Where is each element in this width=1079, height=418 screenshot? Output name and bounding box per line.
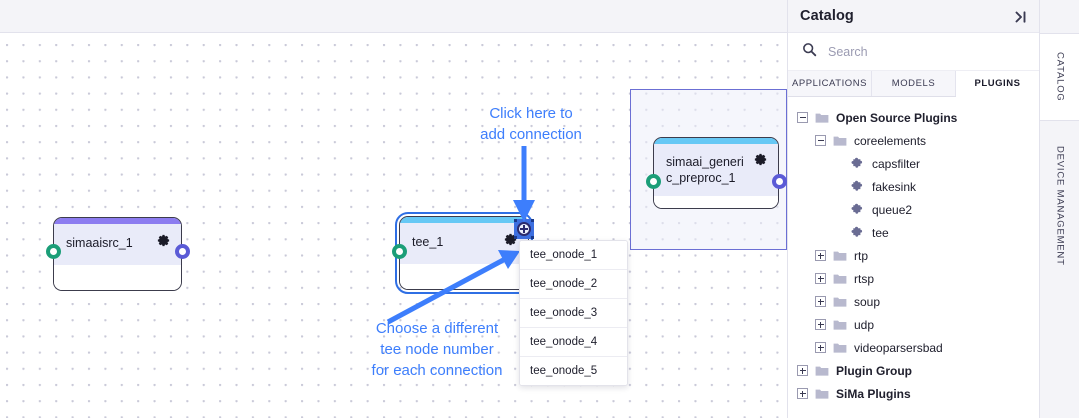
tree-item-label: soup (854, 294, 881, 309)
dropdown-item-tee-onode-2[interactable]: tee_onode_2 (520, 270, 627, 299)
expand-icon[interactable] (815, 250, 826, 261)
tree-item-queue2[interactable]: queue2 (788, 198, 1039, 221)
collapse-panel-icon[interactable] (1012, 8, 1030, 26)
tab-plugins[interactable]: PLUGINS (956, 71, 1039, 97)
expand-icon[interactable] (815, 342, 826, 353)
tree-item-label: tee (872, 225, 889, 240)
tee-onode-dropdown[interactable]: tee_onode_1 tee_onode_2 tee_onode_3 tee_… (519, 240, 628, 386)
gear-icon[interactable] (753, 152, 768, 167)
add-connection-icon[interactable] (514, 219, 534, 239)
node-header: simaai_generic_preproc_1 (654, 144, 778, 196)
tree-item-label: videoparsersbad (854, 340, 943, 355)
expand-icon[interactable] (797, 365, 808, 376)
node-body (654, 196, 778, 208)
tab-applications[interactable]: APPLICATIONS (788, 71, 872, 96)
node-accent-bar (400, 217, 528, 223)
tree-item-label: rtsp (854, 271, 875, 286)
pipeline-canvas[interactable]: simaaisrc_1 tee_1 simaai_generic_prepr (0, 0, 787, 418)
expand-icon[interactable] (797, 388, 808, 399)
catalog-panel: Catalog APPLICATIONS MODELS PLUGINS Open… (787, 0, 1039, 418)
tree-item-label: rtp (854, 248, 869, 263)
node-header: simaaisrc_1 (54, 224, 181, 265)
folder-icon (815, 112, 836, 124)
tree-item-sima-plugins[interactable]: SiMa Plugins (788, 382, 1039, 405)
node-body (54, 265, 181, 290)
puzzle-icon (851, 180, 872, 193)
output-port-simaaisrc-1[interactable] (175, 244, 190, 259)
rail-tab-catalog-label: CATALOG (1054, 52, 1066, 102)
plugin-tree: Open Source Plugins coreelements capsfilte… (788, 97, 1039, 417)
node-title: tee_1 (412, 235, 444, 249)
expand-icon[interactable] (815, 319, 826, 330)
tab-models[interactable]: MODELS (872, 71, 956, 96)
page-title: Catalog (800, 8, 854, 24)
gear-icon[interactable] (503, 232, 518, 247)
node-simaaisrc-1[interactable]: simaaisrc_1 (53, 217, 182, 291)
input-port-preproc-1[interactable] (646, 174, 661, 189)
rail-tab-catalog[interactable]: CATALOG (1040, 33, 1079, 120)
node-title: simaai_generic_preproc_1 (666, 155, 744, 185)
gear-icon[interactable] (156, 233, 171, 248)
tree-item-soup[interactable]: soup (788, 290, 1039, 313)
search-icon (802, 42, 817, 62)
tree-item-tee[interactable]: tee (788, 221, 1039, 244)
node-simaai-generic-preproc-1[interactable]: simaai_generic_preproc_1 (653, 137, 779, 209)
puzzle-icon (851, 203, 872, 216)
tree-item-label: SiMa Plugins (836, 386, 911, 401)
annotation-choose-tee: Choose a different tee node number for e… (371, 320, 503, 379)
tree-item-rtsp[interactable]: rtsp (788, 267, 1039, 290)
tree-item-videoparsersbad[interactable]: videoparsersbad (788, 336, 1039, 359)
folder-icon (815, 365, 836, 377)
rail-tab-device-management[interactable]: DEVICE MANAGEMENT (1040, 120, 1079, 290)
node-accent-bar (54, 218, 181, 224)
input-port-tee-1[interactable] (392, 244, 407, 259)
folder-icon (833, 135, 854, 147)
folder-icon (833, 273, 854, 285)
output-port-preproc-1[interactable] (772, 174, 787, 189)
puzzle-icon (851, 226, 872, 239)
input-port-simaaisrc-1[interactable] (46, 244, 61, 259)
tree-item-rtp[interactable]: rtp (788, 244, 1039, 267)
search-row[interactable] (788, 33, 1039, 71)
tree-item-label: capsfilter (872, 156, 921, 171)
search-input[interactable] (828, 44, 1008, 59)
right-rail: CATALOG DEVICE MANAGEMENT (1039, 0, 1079, 418)
catalog-tabs: APPLICATIONS MODELS PLUGINS (788, 71, 1039, 97)
dropdown-item-tee-onode-3[interactable]: tee_onode_3 (520, 299, 627, 328)
folder-icon (833, 250, 854, 262)
tree-item-udp[interactable]: udp (788, 313, 1039, 336)
catalog-header: Catalog (788, 0, 1039, 33)
tree-item-coreelements[interactable]: coreelements (788, 129, 1039, 152)
expand-icon[interactable] (815, 296, 826, 307)
node-title: simaaisrc_1 (66, 236, 133, 250)
node-tee-1-selection-outline (395, 212, 533, 294)
tree-item-label: udp (854, 317, 875, 332)
folder-icon (815, 388, 836, 400)
folder-icon (833, 319, 854, 331)
annotation-click-here: Click here to add connection (480, 105, 582, 143)
tree-item-plugin-group[interactable]: Plugin Group (788, 359, 1039, 382)
expand-icon[interactable] (815, 273, 826, 284)
canvas-toolbar-strip (0, 0, 787, 33)
tree-item-label: fakesink (872, 179, 917, 194)
folder-icon (833, 296, 854, 308)
puzzle-icon (851, 157, 872, 170)
dropdown-item-tee-onode-1[interactable]: tee_onode_1 (520, 241, 627, 270)
rail-top-spacer (1040, 0, 1079, 33)
tree-item-open-source-plugins[interactable]: Open Source Plugins (788, 106, 1039, 129)
tree-item-label: Open Source Plugins (836, 110, 958, 125)
tree-item-label: queue2 (872, 202, 913, 217)
tree-item-label: Plugin Group (836, 363, 912, 378)
tree-item-fakesink[interactable]: fakesink (788, 175, 1039, 198)
collapse-icon[interactable] (797, 112, 808, 123)
tree-item-label: coreelements (854, 133, 927, 148)
collapse-icon[interactable] (815, 135, 826, 146)
dropdown-item-tee-onode-5[interactable]: tee_onode_5 (520, 357, 627, 385)
node-accent-bar (654, 138, 778, 144)
folder-icon (833, 342, 854, 354)
tree-item-capsfilter[interactable]: capsfilter (788, 152, 1039, 175)
rail-tab-device-management-label: DEVICE MANAGEMENT (1054, 145, 1066, 266)
dropdown-item-tee-onode-4[interactable]: tee_onode_4 (520, 328, 627, 357)
